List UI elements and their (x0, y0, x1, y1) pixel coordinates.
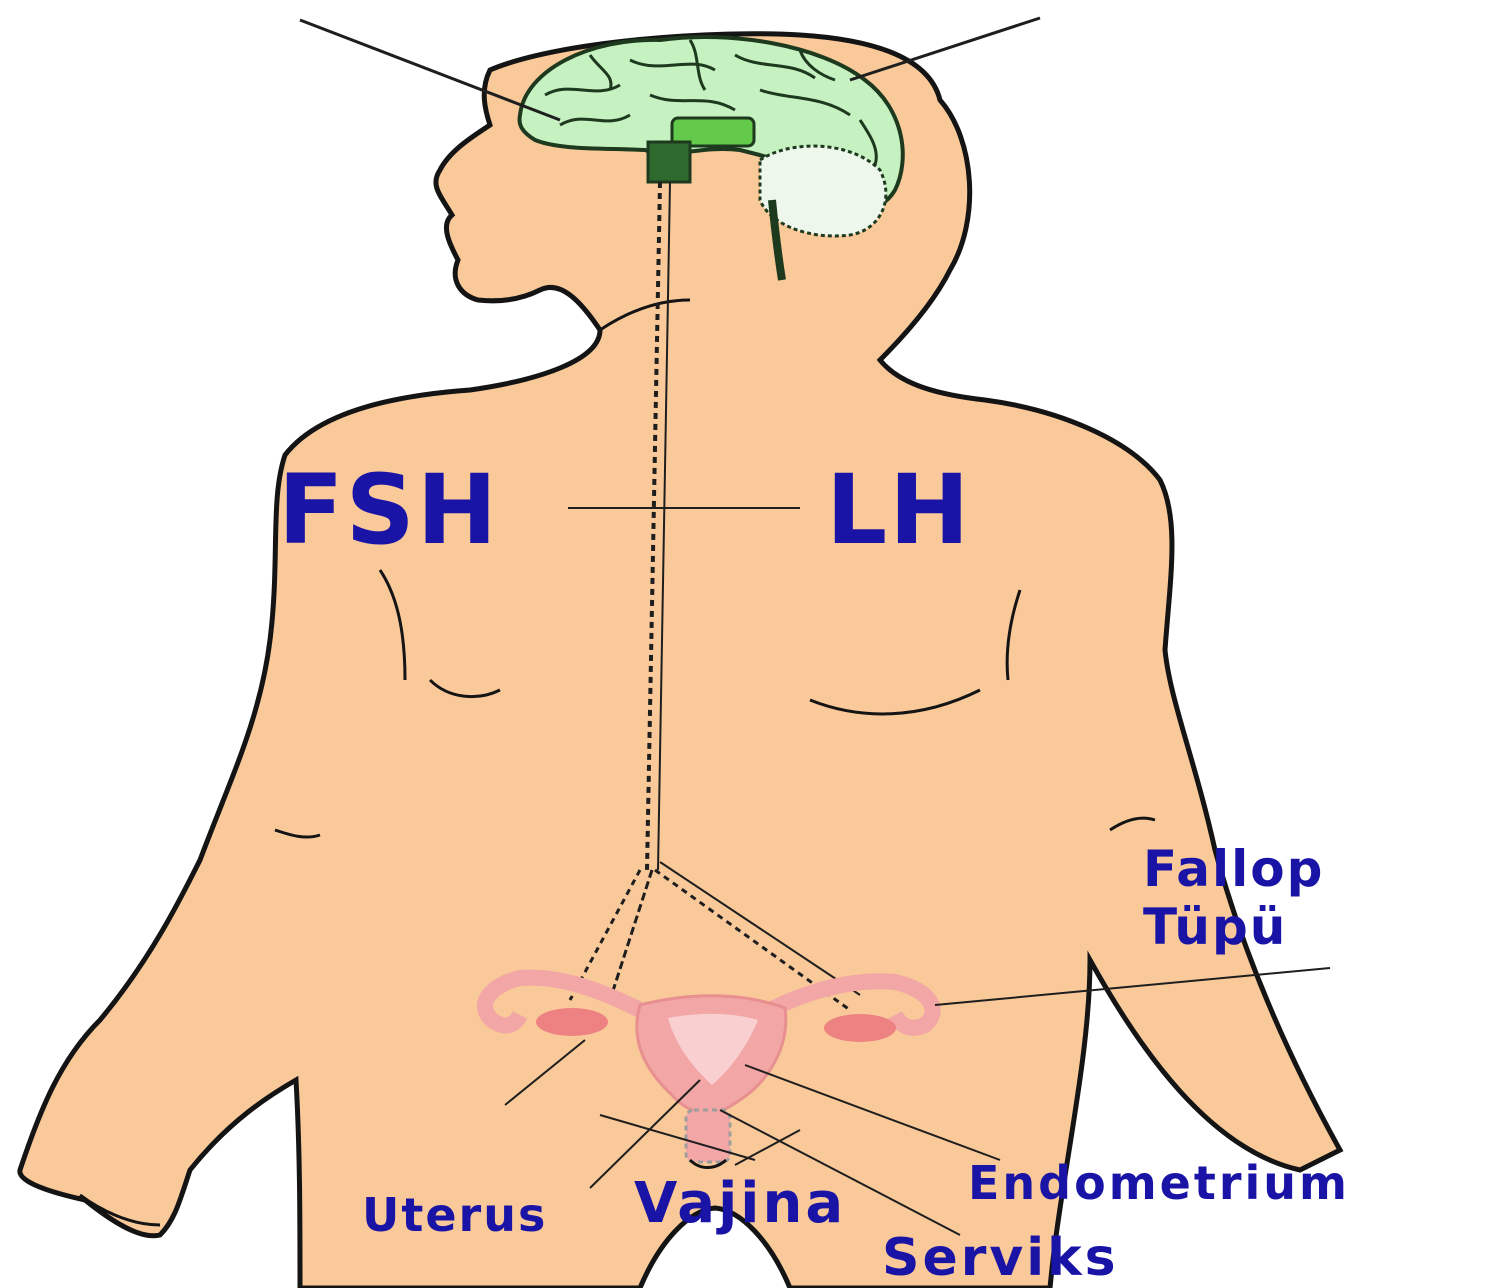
label-fallop-tubu: Fallop Tüpü (1143, 840, 1324, 956)
ovary-right (824, 1014, 896, 1042)
ovary-icon (536, 1008, 608, 1036)
label-fsh: FSH (278, 462, 499, 558)
label-serviks: Serviks (882, 1232, 1119, 1284)
cervix-vagina (686, 1110, 730, 1162)
label-lh: LH (826, 462, 972, 558)
label-vajina: Vajina (634, 1176, 846, 1232)
label-uterus: Uterus (362, 1192, 547, 1238)
pituitary-icon (648, 142, 690, 182)
label-endometrium: Endometrium (968, 1160, 1350, 1206)
